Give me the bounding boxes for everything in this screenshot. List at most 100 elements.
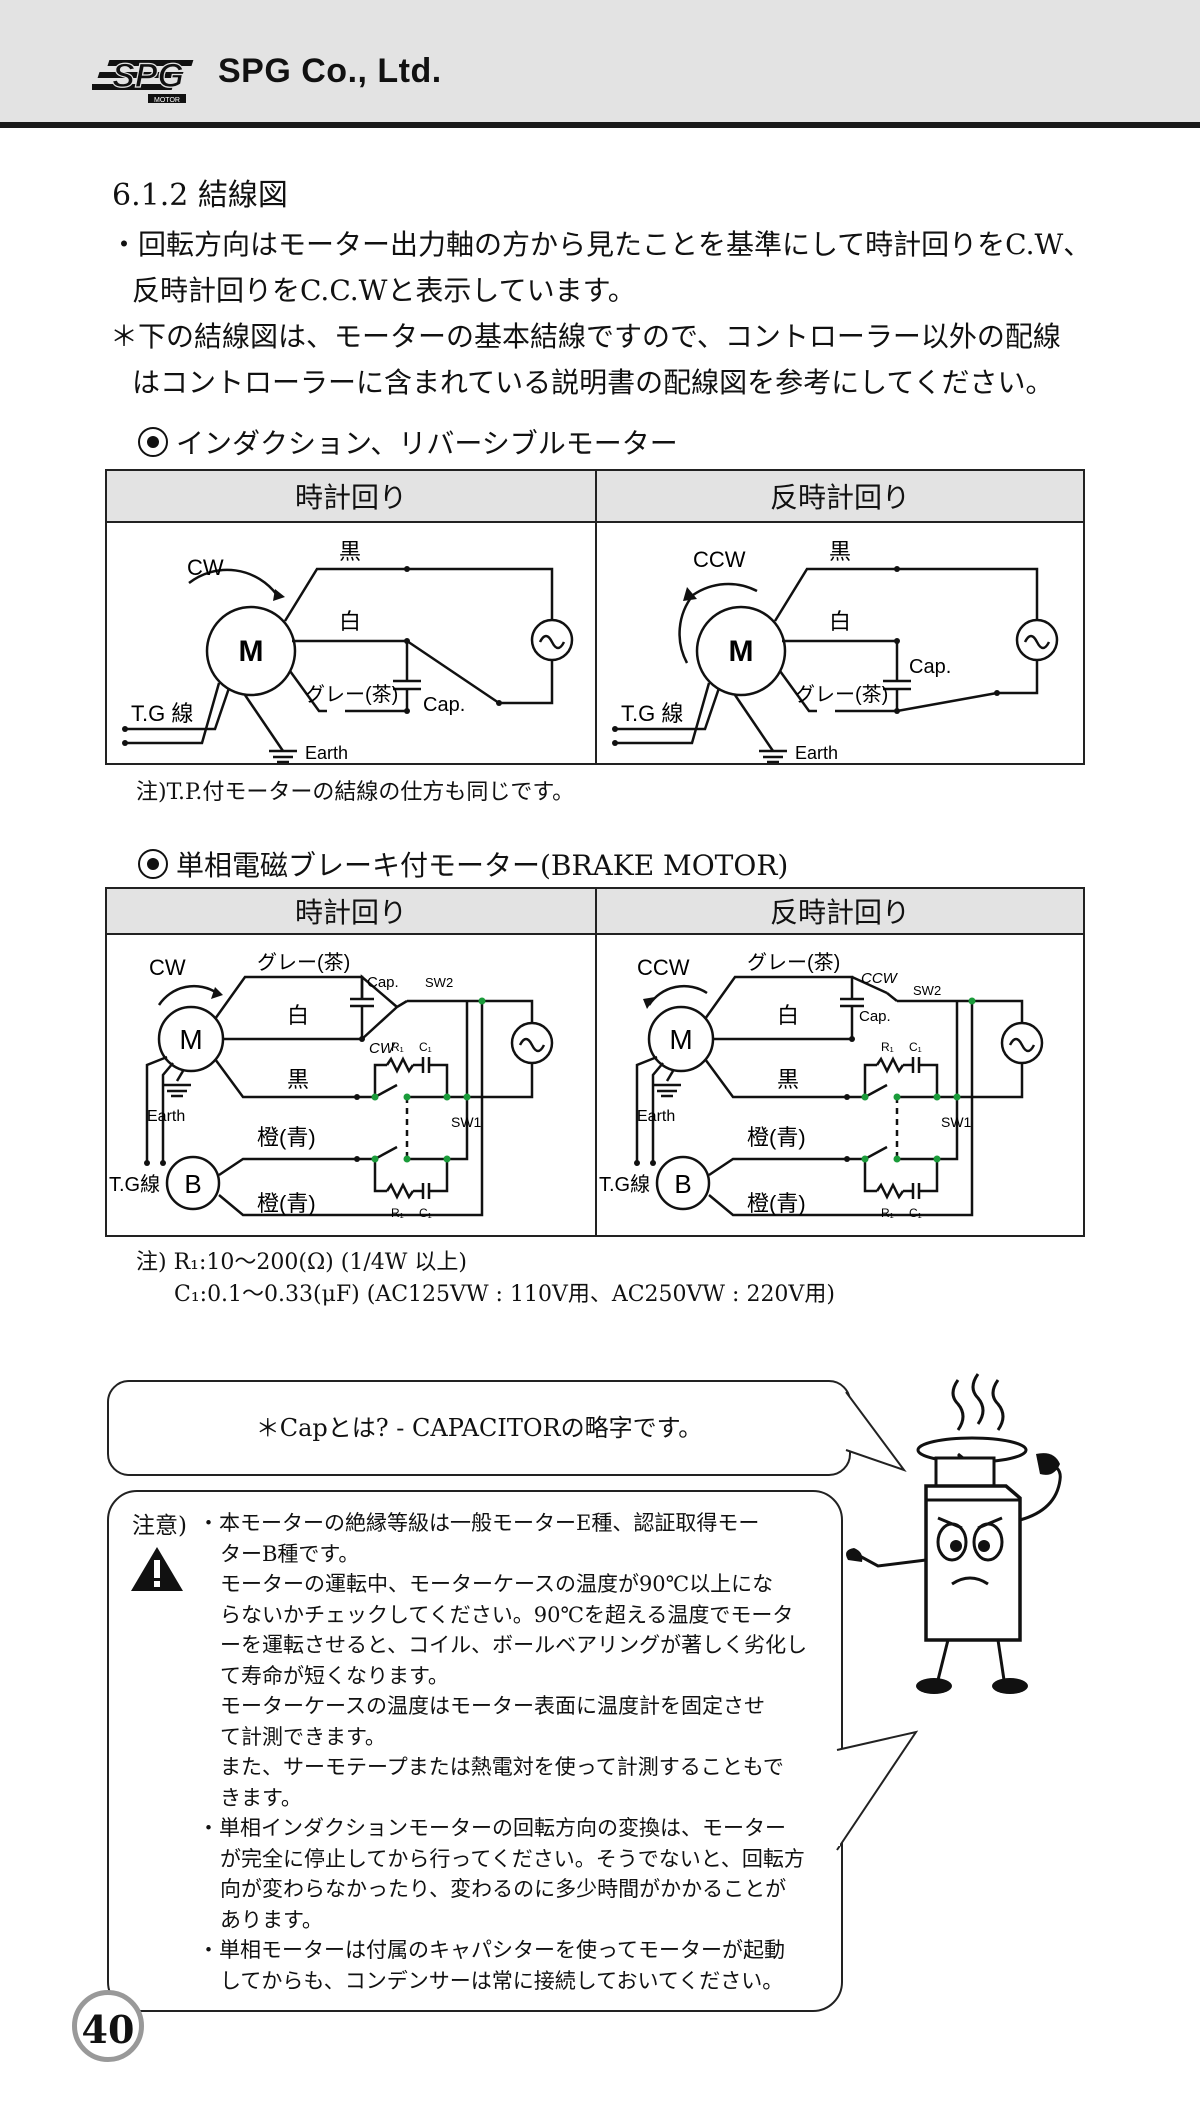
motor-label: M [729,635,754,668]
wire-gray-label: グレー(茶) [795,683,888,706]
warning-line: ターB種です。 [220,1541,360,1566]
brake-col-ccw: 反時計回り [595,887,1085,935]
earth-label: Earth [637,1108,675,1125]
intro-line-1: ・回転方向はモーター出力軸の方から見たことを基準にして時計回りをC.W、 [110,228,1092,261]
brake-label: B [184,1169,201,1199]
brake-heading: 単相電磁ブレーキ付モーター(BRAKE MOTOR) [138,844,788,884]
warning-line: 向が変わらなかったり、変わるのに多少時間がかかることが [220,1877,787,1901]
logo-subtext: MOTOR [154,97,180,104]
wire-orange-1-label: 橙(青) [257,1125,316,1150]
induction-wiring-table: 時計回り 反時計回り [105,469,1085,765]
warning-line: て寿命が短くなります。 [220,1663,449,1688]
radio-bullet-icon [138,849,168,879]
wire-gray-label: グレー(茶) [747,951,840,974]
warning-line: ・単相モーターは付属のキャパシターを使ってモーターが起動 [198,1938,785,1962]
warning-line: モーターケースの温度はモーター表面に温度計を固定させ [220,1694,765,1718]
c1-label: C₁ [419,1040,432,1054]
earth-label: Earth [305,743,348,763]
wire-black-label: 黒 [829,539,851,564]
spg-logo: SPG MOTOR [92,56,194,104]
motor-label: M [669,1024,692,1055]
capacitor-label: Cap. [367,974,399,991]
wire-white-label: 白 [339,609,361,634]
ccw-rotation-label: CCW [637,955,690,980]
radio-bullet-icon [138,427,168,457]
wire-black-label: 黒 [287,1067,309,1092]
earth-label: Earth [147,1108,185,1125]
intro-line-3: ＊下の結線図は、モーターの基本結線ですので、コントローラー以外の配線 [110,320,1061,353]
intro-line-2: 反時計回りをC.C.Wと表示しています。 [132,274,636,307]
induction-heading: インダクション、リバーシブルモーター [138,422,678,462]
brake-heading-text: 単相電磁ブレーキ付モーター(BRAKE MOTOR) [176,849,789,882]
warning-line: ーを運転させると、コイル、ボールベアリングが著しく劣化し [220,1633,808,1657]
r1-label: R₁ [881,1040,894,1054]
capacitor-label: Cap. [423,694,465,716]
induction-col-ccw: 反時計回り [595,469,1085,523]
wire-white-label: 白 [829,609,851,634]
page-header [0,0,1200,122]
brake-wiring-table: 時計回り 反時計回り [105,887,1085,1237]
warning-line: してからも、コンデンサーは常に接続しておいてください。 [220,1968,784,1993]
warning-line: ・単相インダクションモーターの回転方向の変換は、モーター [198,1816,786,1840]
switch-direction-label: CCW [861,970,899,987]
warning-line: が完全に停止してから行ってください。そうでないと、回転方 [220,1846,805,1871]
wire-white-label: 白 [287,1003,309,1028]
ccw-rotation-label: CCW [693,547,746,572]
warning-line: て計測できます。 [220,1724,386,1749]
brake-note-2: C₁:0.1～0.33(μF) (AC125VW : 110V用、AC250VW… [174,1282,835,1307]
cap-speech-bubble: ＊Capとは? - CAPACITORの略字です。 [107,1380,851,1476]
tg-wire-label: T.G 線 [131,701,193,726]
induction-note: 注)T.P.付モーターの結線の仕方も同じです。 [136,780,575,805]
r1-label: R₁ [391,1206,404,1220]
capacitor-label: Cap. [859,1008,891,1025]
brake-note-1: 注) R₁:10～200(Ω) (1/4W 以上) [136,1250,467,1275]
sw2-label: SW2 [913,983,941,998]
induction-cw-diagram: CW M 黒 白 グレー(茶) Cap. T.G 線 Earth [122,539,574,763]
wire-white-label: 白 [777,1003,799,1028]
induction-ccw-diagram: CCW M 黒 白 Cap. グレー(茶) T.G 線 Earth [612,539,1059,763]
sw1-label: SW1 [451,1114,482,1130]
warning-line: きます。 [220,1785,302,1810]
capacitor-label: Cap. [909,656,951,678]
c1-label: C₁ [419,1206,432,1220]
tg-wire-label: T.G線 [109,1173,160,1196]
brake-ccw-diagram: CCW M B グレー(茶) 白 黒 橙(青) 橙(青) Cap. CCW SW… [599,951,1044,1220]
section-title: 6.1.2 結線図 [112,178,288,213]
warning-triangle-icon [131,1547,183,1591]
cap-bubble-tail [840,1391,907,1473]
logo-text: SPG [112,57,184,95]
earth-label: Earth [795,743,838,763]
sw1-label: SW1 [941,1114,972,1130]
warning-line: また、サーモテープまたは熱電対を使って計測することもで [220,1755,784,1779]
company-name: SPG Co., Ltd. [218,52,442,90]
cw-rotation-label: CW [149,955,186,980]
warning-label: 注意) [132,1513,187,1539]
wire-orange-2-label: 橙(青) [257,1191,316,1216]
switch-direction-label: CW [369,1040,396,1057]
sw2-label: SW2 [425,975,453,990]
brake-label: B [674,1169,691,1199]
page-number: 40 [72,1990,144,2062]
motor-label: M [179,1024,202,1055]
induction-heading-text: インダクション、リバーシブルモーター [176,427,678,460]
warning-line: あります。 [220,1907,323,1932]
warning-line: らないかチェックしてください。90℃を超える温度でモータ [220,1602,794,1627]
header-rule [0,122,1200,128]
warning-bubble-tail [832,1730,919,1851]
tg-wire-label: T.G線 [599,1173,650,1196]
cw-rotation-label: CW [187,555,224,580]
wire-orange-2-label: 橙(青) [747,1191,806,1216]
r1-label: R₁ [881,1206,894,1220]
wire-orange-1-label: 橙(青) [747,1125,806,1150]
wire-gray-label: グレー(茶) [257,951,350,974]
tg-wire-label: T.G 線 [621,701,683,726]
intro-line-4: はコントローラーに含まれている説明書の配線図を参考にしてください。 [132,366,1054,399]
c1-label: C₁ [909,1206,922,1220]
cap-bubble-text: ＊Capとは? - CAPACITORの略字です。 [255,1414,703,1442]
r1-label: R₁ [391,1040,404,1054]
c1-label: C₁ [909,1040,922,1054]
induction-col-cw: 時計回り [105,469,597,523]
warning-body: ・本モーターの絶縁等級は一般モーターE種、認証取得モー ターB種です。 モーター… [198,1508,828,1996]
brake-cw-diagram: CW M B グレー(茶) 白 黒 橙(青) 橙(青) Cap. SW2 CW … [109,951,554,1220]
motor-mascot-illustration [846,1373,1062,1694]
